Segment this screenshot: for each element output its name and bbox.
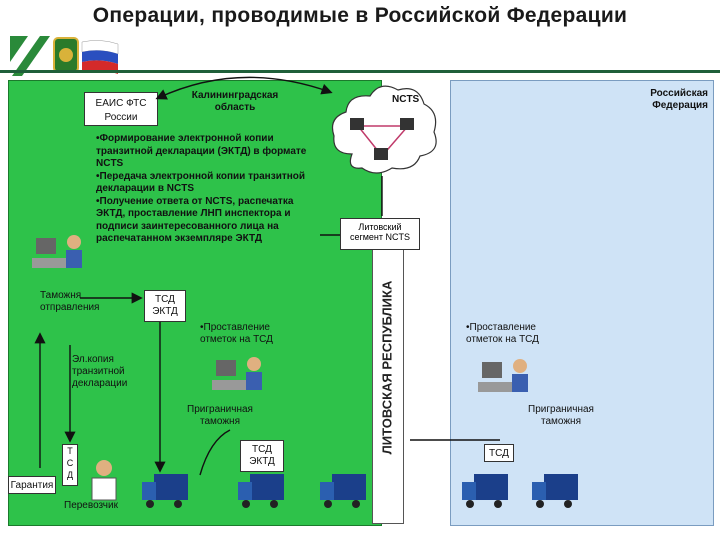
eais-box: ЕАИС ФТС России bbox=[84, 92, 158, 126]
truck-icon bbox=[320, 474, 366, 508]
border-officer-icon-rf bbox=[478, 359, 528, 392]
truck-icon bbox=[142, 474, 188, 508]
bullet-item: •Передача электронной копии транзитной д… bbox=[96, 170, 306, 195]
electronic-copy-label: Эл.копия транзитной декларации bbox=[72, 354, 128, 389]
lithuania-strip bbox=[372, 232, 404, 524]
lithuanian-segment-box: Литовский сегмент NCTS bbox=[340, 218, 420, 250]
border-customs-label-rf: Приграничная таможня bbox=[528, 404, 594, 427]
border-officer-icon bbox=[212, 357, 262, 390]
bullet-item: •Получение ответа от NCTS, распечатка ЭК… bbox=[96, 195, 294, 245]
tsd-vertical-box: Т С Д bbox=[62, 444, 78, 486]
rf-label: Российская Федерация bbox=[650, 88, 708, 111]
customs-officer-icon bbox=[32, 235, 82, 268]
guarantee-box: Гарантия bbox=[8, 476, 56, 494]
border-customs-label: Приграничная таможня bbox=[187, 404, 253, 427]
ncts-cloud-icon bbox=[331, 85, 437, 174]
truck-icon bbox=[532, 474, 578, 508]
truck-icon bbox=[462, 474, 508, 508]
marks-on-tsd-text-rf: •Проставление отметок на ТСД bbox=[466, 322, 539, 345]
tsd-ektd-box: ТСД ЭКТД bbox=[144, 290, 186, 322]
bullet-item: •Формирование электронной копии транзитн… bbox=[96, 133, 307, 169]
carrier-person-icon bbox=[91, 460, 117, 501]
ncts-label: NCTS bbox=[392, 94, 420, 105]
carrier-label: Перевозчик bbox=[64, 500, 118, 511]
header-divider bbox=[0, 70, 720, 73]
page-title: Операции, проводимые в Российской Федера… bbox=[92, 4, 628, 27]
tsd-box-rf: ТСД bbox=[484, 444, 514, 462]
tsd-ektd-box-2: ТСД ЭКТД bbox=[240, 440, 284, 472]
marks-on-tsd-text: •Проставление отметок на ТСД bbox=[200, 322, 273, 345]
truck-icon bbox=[238, 474, 284, 508]
customs-departure-label: Таможня отправления bbox=[40, 290, 100, 313]
bullet-list: •Формирование электронной копии транзитн… bbox=[96, 133, 318, 246]
